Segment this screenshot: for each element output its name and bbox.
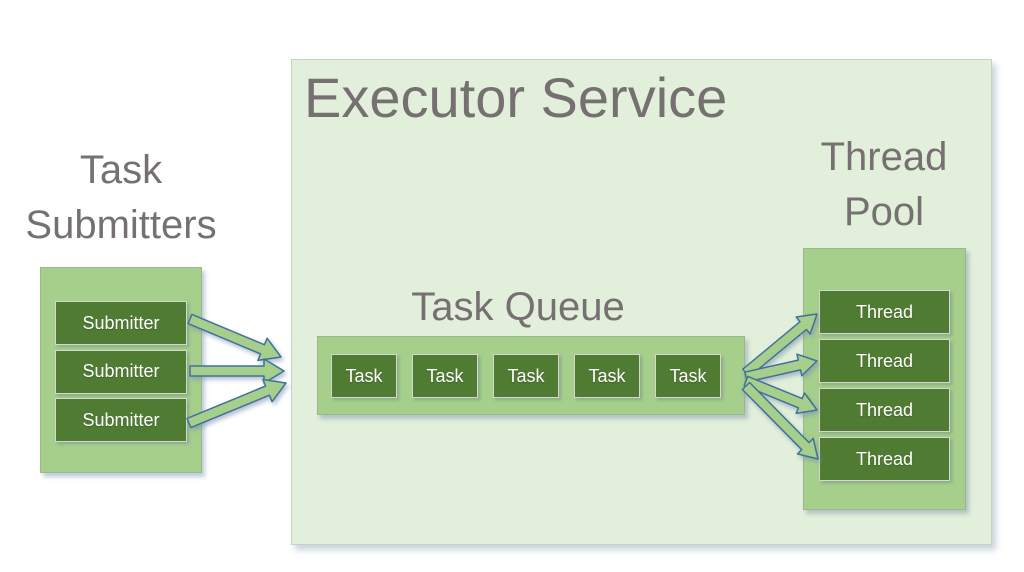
thread-node: Thread (819, 339, 950, 383)
thread-pool-label: Thread Pool (784, 130, 984, 240)
submitter-node: Submitter (55, 301, 187, 345)
thread-pool-group: Thread Thread Thread Thread (803, 248, 966, 510)
thread-pool-label-line1: Thread (820, 135, 948, 179)
thread-node: Thread (819, 290, 950, 334)
task-submitters-group: Submitter Submitter Submitter (40, 267, 202, 473)
task-node: Task (493, 354, 559, 398)
task-node: Task (574, 354, 640, 398)
task-node: Task (655, 354, 721, 398)
submitter-node: Submitter (55, 398, 187, 442)
task-submitters-label-line2: Submitters (25, 203, 217, 247)
thread-pool-label-line2: Pool (843, 190, 925, 234)
thread-node: Thread (819, 437, 950, 481)
thread-node: Thread (819, 388, 950, 432)
task-queue-label: Task Queue (411, 285, 625, 329)
task-submitters-label: Task Submitters (21, 143, 221, 253)
arrow-submitter2-to-queue (189, 358, 285, 384)
task-queue-bar: Task Task Task Task Task (317, 336, 745, 415)
arrow-submitter1-to-queue (187, 313, 282, 362)
task-submitters-label-line1: Task (79, 148, 163, 192)
submitter-node: Submitter (55, 349, 187, 394)
task-node: Task (331, 354, 397, 398)
executor-service-title: Executor Service (304, 66, 728, 129)
task-node: Task (412, 354, 478, 398)
